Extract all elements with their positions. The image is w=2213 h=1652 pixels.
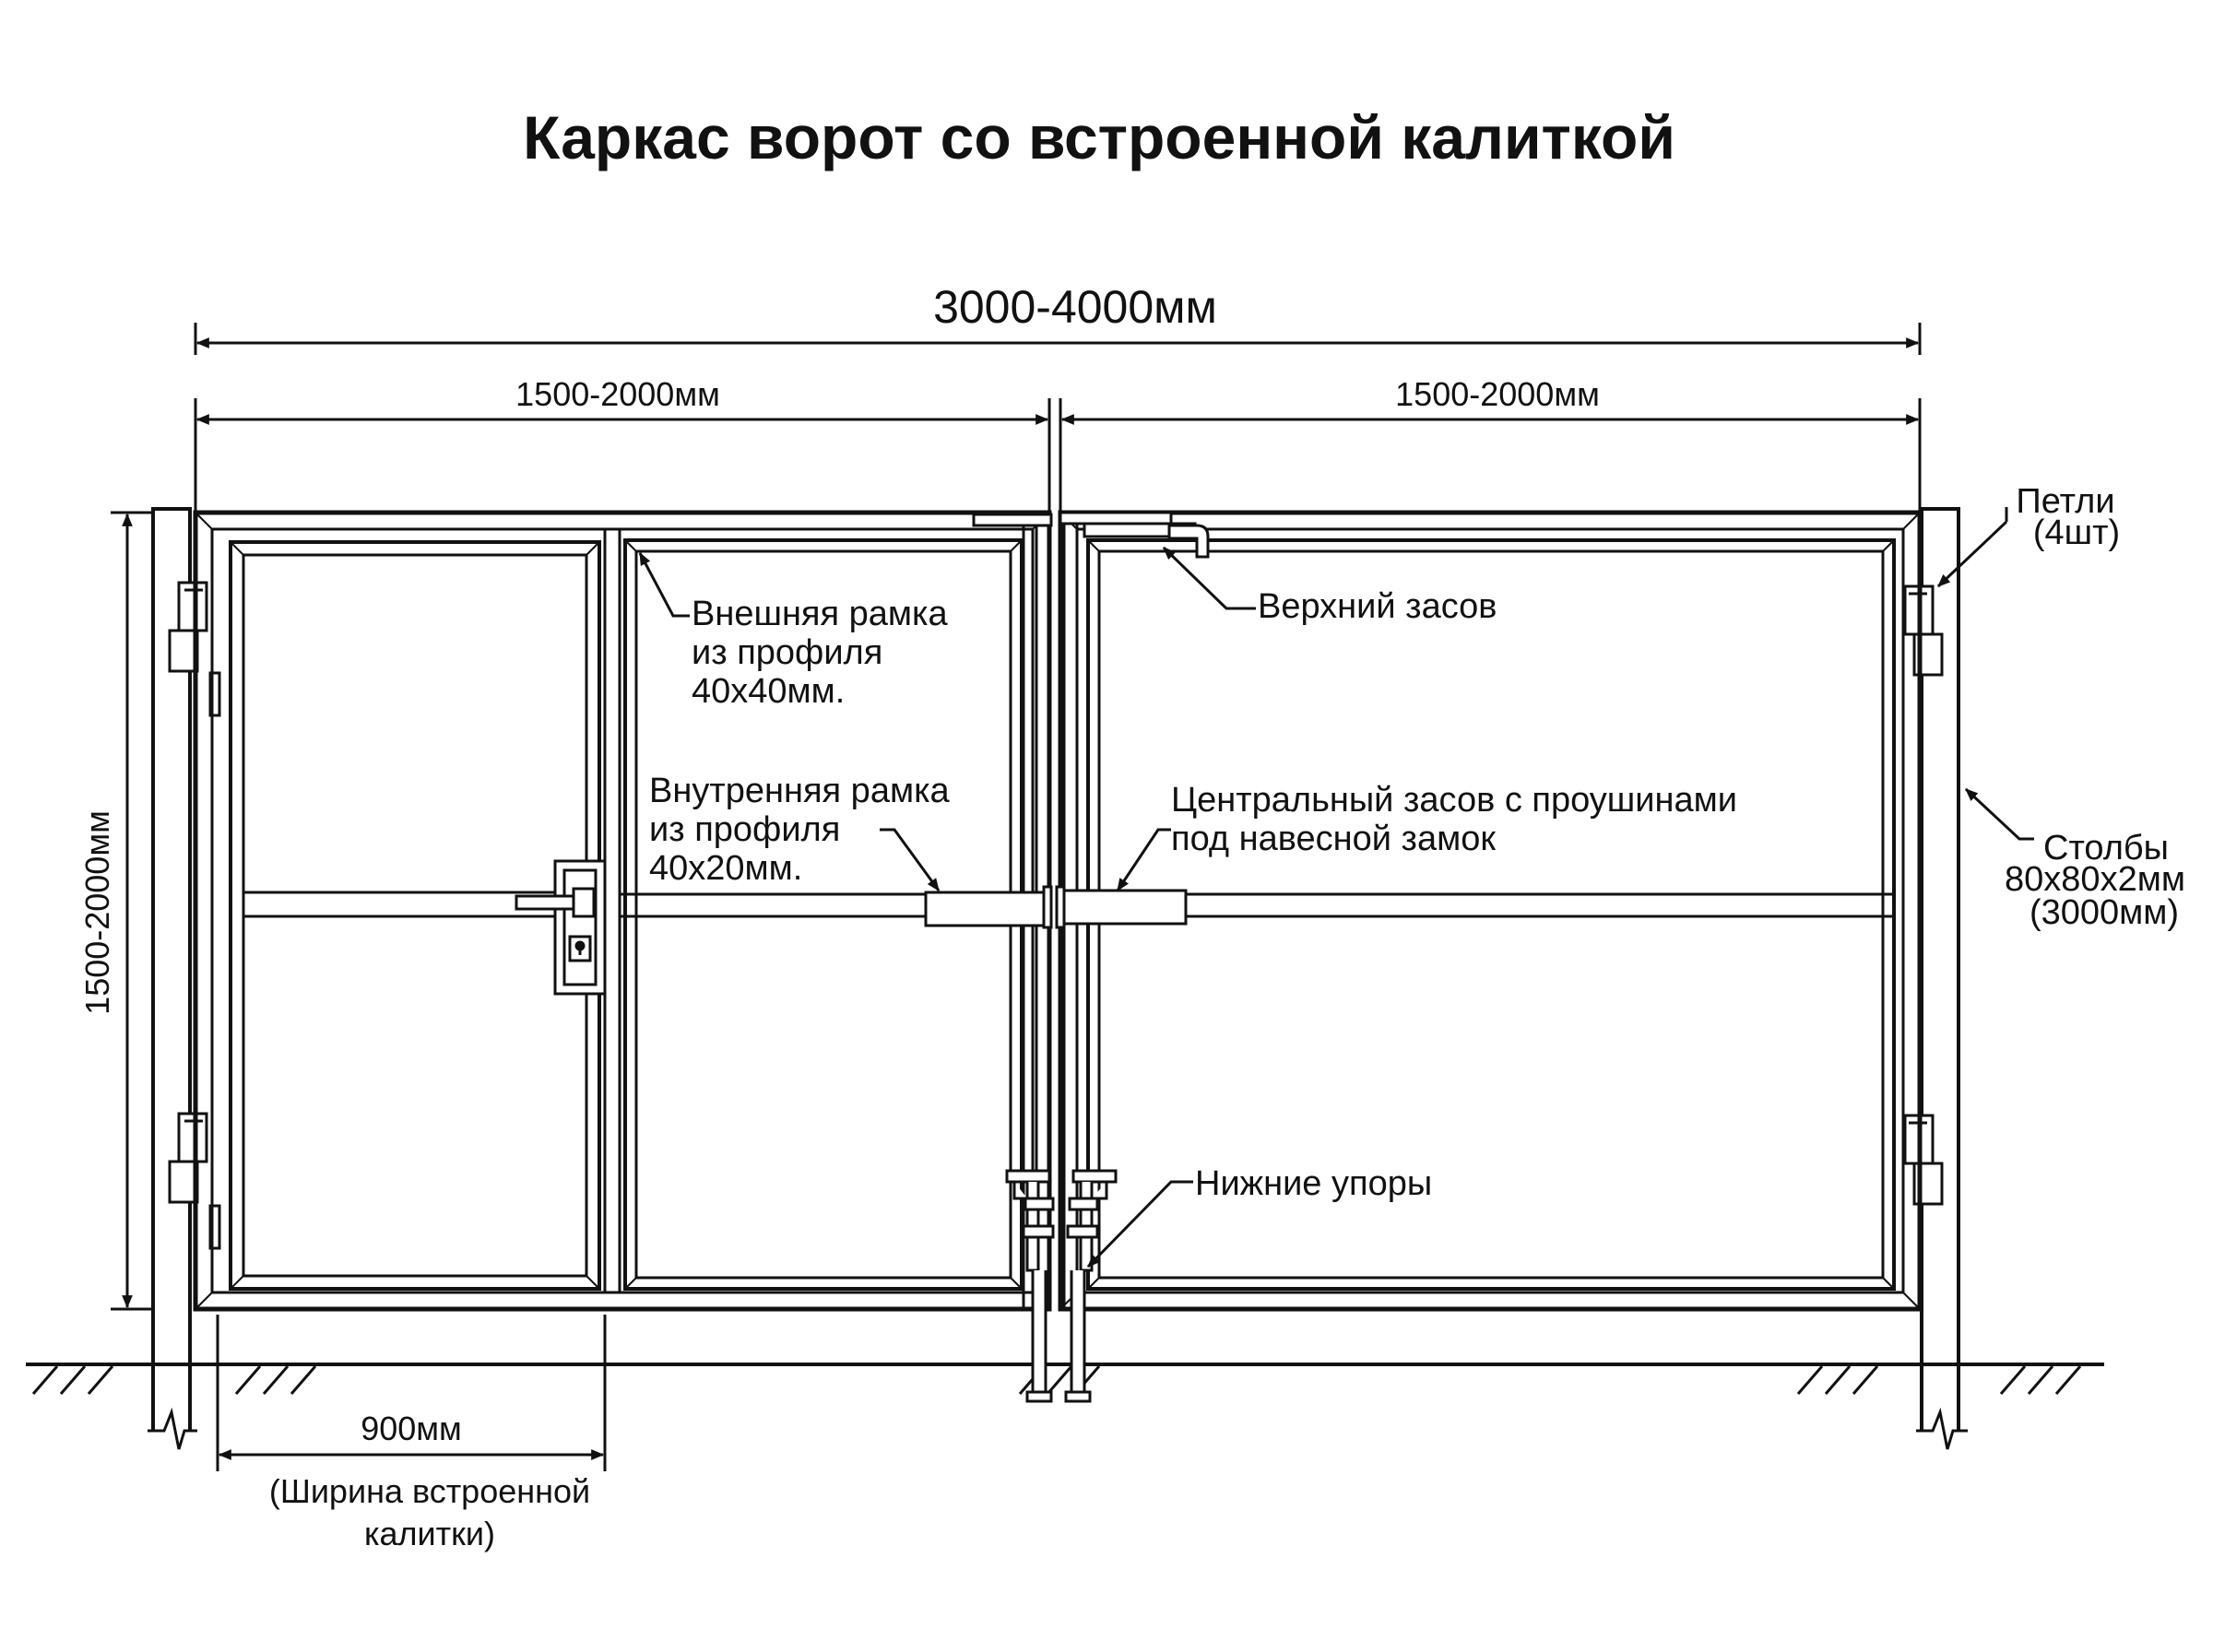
posts-label-line3: (3000мм) xyxy=(2030,893,2179,932)
central-bolt xyxy=(924,885,1188,929)
ground-hatching xyxy=(31,1365,2082,1395)
hinge-icon xyxy=(168,581,208,673)
outer-frame-label-line1: Внешняя рамка xyxy=(692,595,949,633)
door-handle-icon xyxy=(515,859,607,996)
right-leaf-width-label: 1500-2000мм xyxy=(1395,375,1600,413)
left-post xyxy=(148,507,197,1450)
ground-line xyxy=(26,1363,2104,1395)
right-leaf xyxy=(1058,510,1923,1312)
inner-frame-label-line3: 40х20мм. xyxy=(649,849,802,888)
dimension-total-width: 3000-4000мм xyxy=(194,281,1922,355)
wicket-caption-line2: калитки) xyxy=(364,1515,495,1552)
dimension-wicket-width: 900мм (Ширина встроенной калитки) xyxy=(216,1315,607,1552)
hinge-icon xyxy=(1903,1114,1944,1206)
inner-frame-label-line2: из профиля xyxy=(649,810,840,849)
top-bolt xyxy=(972,511,1210,559)
hinges-label-line1: Петли xyxy=(2016,482,2114,521)
diagram-title: Каркас ворот со встроенной калиткой xyxy=(523,103,1675,171)
callout-bottom-stops: Нижние упоры xyxy=(1086,1164,1432,1268)
wicket-width-label: 900мм xyxy=(361,1410,462,1447)
height-label: 1500-2000мм xyxy=(78,810,116,1015)
left-leaf-width-label: 1500-2000мм xyxy=(515,375,720,413)
callout-posts: Столбы 80х80х2мм (3000мм) xyxy=(1964,787,2185,932)
hinge-icon xyxy=(168,1112,208,1204)
bottom-stops xyxy=(1005,1169,1118,1403)
bottom-stops-label: Нижние упоры xyxy=(1195,1164,1432,1203)
central-bolt-label-line2: под навесной замок xyxy=(1171,820,1496,858)
hinge-icon xyxy=(1903,584,1944,677)
total-width-label: 3000-4000мм xyxy=(933,281,1217,333)
posts-label-line2: 80х80х2мм xyxy=(2005,860,2185,899)
inner-frame-label-line1: Внутренняя рамка xyxy=(649,772,951,810)
callout-outer-frame: Внешняя рамка из профиля 40х40мм. xyxy=(638,551,949,711)
dimension-height: 1500-2000мм xyxy=(78,511,153,1311)
callout-top-bolt: Верхний засов xyxy=(1162,546,1497,626)
posts-label-line1: Столбы xyxy=(2043,829,2169,867)
outer-frame-label-line3: 40х40мм. xyxy=(692,672,845,711)
top-bolt-label: Верхний засов xyxy=(1258,587,1497,626)
central-bolt-label-line1: Центральный засов с проушинами xyxy=(1171,781,1737,820)
callout-inner-frame: Внутренняя рамка из профиля 40х20мм. xyxy=(649,772,951,891)
dimension-leaf-widths: 1500-2000мм 1500-2000мм xyxy=(194,375,1922,513)
callout-central-bolt: Центральный засов с проушинами под навес… xyxy=(1116,781,1737,891)
outer-frame-label-line2: из профиля xyxy=(692,633,882,672)
callout-hinges: Петли (4шт) xyxy=(1936,482,2120,588)
wicket-caption-line1: (Ширина встроенной xyxy=(269,1472,590,1510)
hinges-label-line2: (4шт) xyxy=(2033,513,2120,552)
